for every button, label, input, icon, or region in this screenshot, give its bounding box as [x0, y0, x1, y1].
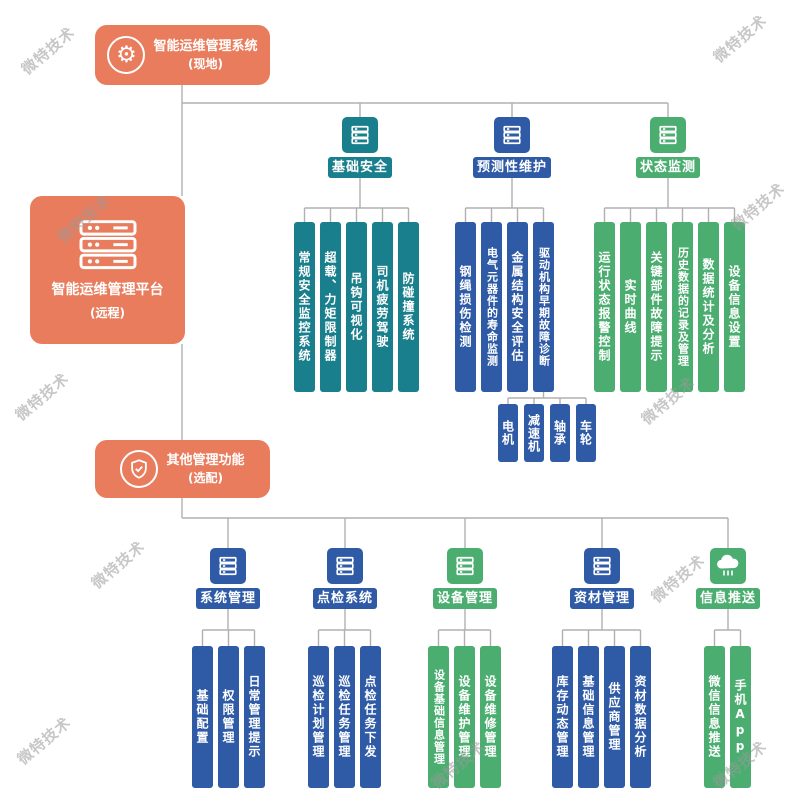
group-label-predictive: 预测性维护: [473, 157, 551, 178]
gear-icon: ⚙: [107, 36, 146, 74]
group-label-equipment: 设备管理: [433, 588, 497, 609]
leaf-node: 巡检任务管理: [334, 646, 355, 788]
node-remote-platform: 智能运维管理平台 (远程): [30, 196, 185, 344]
cloud-push-icon: [710, 548, 746, 584]
group-label-safety: 基础安全: [328, 157, 392, 178]
server-icon: [210, 548, 246, 584]
leaf-node: 微信信息推送: [704, 646, 725, 788]
leaf-node: 关键部件故障提示: [646, 222, 667, 392]
leaf-node: 超载、力矩限制器: [320, 222, 341, 392]
server-icon: [650, 117, 686, 153]
leaf-node: 库存动态管理: [552, 646, 573, 788]
leaf-node: 电气元器件的寿命监测: [481, 222, 502, 392]
group-label-inspection: 点检系统: [313, 588, 377, 609]
server-icon: [584, 548, 620, 584]
leaf-node: 基础信息管理: [578, 646, 599, 788]
server-icon: [494, 117, 530, 153]
leaf-node: 运行状态报警控制: [594, 222, 615, 392]
leaf-node: 日常管理提示: [244, 646, 265, 788]
leaf-node: 吊钩可视化: [346, 222, 367, 392]
leaf-node: 供应商管理: [604, 646, 625, 788]
leaf-node: 驱动机构早期故障诊断: [533, 222, 554, 392]
leaf-node: 点检任务下发: [360, 646, 381, 788]
leaf-node: 历史数据的记录及管理: [672, 222, 693, 392]
server-icon: [447, 548, 483, 584]
group-label-system-mgmt: 系统管理: [196, 588, 260, 609]
leaf-node: 资材数据分析: [630, 646, 651, 788]
watermark: 微特技术: [18, 23, 79, 79]
node-onsite-system: ⚙ 智能运维管理系统 (现地): [95, 25, 270, 85]
server-icon: [327, 548, 363, 584]
leaf-node: 实时曲线: [620, 222, 641, 392]
leaf-node: 手机App: [730, 646, 751, 788]
leaf-node: 减速机: [524, 404, 544, 462]
leaf-node: 设备维护管理: [454, 646, 475, 788]
leaf-node: 车轮: [576, 404, 596, 462]
leaf-node: 设备维修管理: [480, 646, 501, 788]
leaf-node: 防碰撞系统: [398, 222, 419, 392]
leaf-node: 巡检计划管理: [308, 646, 329, 788]
watermark: 微特技术: [14, 713, 75, 769]
node-subtitle: (现地): [188, 57, 223, 72]
leaf-node: 设备信息设置: [724, 222, 745, 392]
server-stack-icon: [75, 219, 141, 277]
node-subtitle: (选配): [188, 471, 223, 486]
shield-check-icon: [120, 450, 159, 488]
leaf-node: 电机: [498, 404, 518, 462]
node-title: 智能运维管理平台: [51, 282, 164, 299]
leaf-node: 基础配置: [192, 646, 213, 788]
server-icon: [342, 117, 378, 153]
leaf-node: 数据统计及分析: [698, 222, 719, 392]
node-other-functions: 其他管理功能 (选配): [95, 440, 270, 498]
leaf-node: 权限管理: [218, 646, 239, 788]
watermark: 微特技术: [88, 537, 149, 593]
node-title: 其他管理功能: [166, 452, 245, 468]
leaf-node: 金属结构安全评估: [507, 222, 528, 392]
node-subtitle: (远程): [90, 305, 125, 320]
group-label-push: 信息推送: [696, 588, 760, 609]
group-label-material: 资材管理: [570, 588, 634, 609]
watermark: 微特技术: [728, 179, 789, 235]
node-title: 智能运维管理系统: [153, 38, 258, 54]
group-label-condition: 状态监测: [636, 157, 700, 178]
watermark: 微特技术: [710, 11, 771, 67]
leaf-node: 常规安全监控系统: [294, 222, 315, 392]
leaf-node: 设备基础信息管理: [428, 646, 449, 788]
leaf-node: 轴承: [550, 404, 570, 462]
leaf-node: 司机疲劳驾驶: [372, 222, 393, 392]
watermark: 微特技术: [12, 369, 73, 425]
leaf-node: 钢绳损伤检测: [455, 222, 476, 392]
